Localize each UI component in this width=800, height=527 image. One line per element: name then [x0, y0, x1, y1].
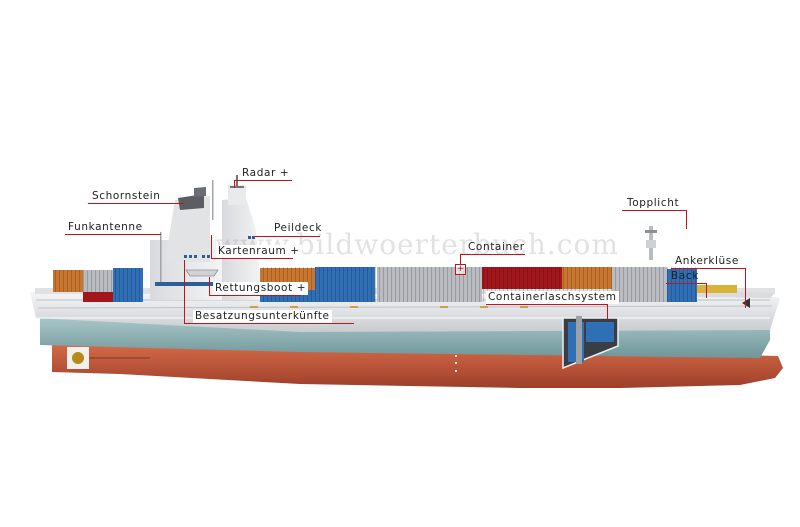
leader-line-schornstein [88, 203, 184, 204]
leader-line-back [666, 283, 707, 284]
leader-line-back-vertical [706, 283, 707, 298]
label-kartenraum[interactable]: Kartenraum + [216, 245, 302, 258]
leader-line-kartenraum [211, 258, 293, 259]
leader-line-topplicht-vertical [686, 210, 687, 229]
leader-line-ankerkluese-vertical [745, 268, 746, 308]
leader-line-container [460, 254, 525, 255]
leader-line-containerlasch [486, 304, 608, 305]
label-containerlaschsystem[interactable]: Containerlaschsystem [486, 291, 619, 304]
leader-line-kartenraum-vertical [211, 235, 212, 259]
label-ankerkluese[interactable]: Ankerklüse [675, 255, 739, 267]
label-topplicht[interactable]: Topplicht [627, 197, 680, 209]
leader-line-rettungsboot [209, 295, 301, 296]
leader-line-besatzung-vertical [184, 260, 185, 324]
leader-line-topplicht [622, 210, 687, 211]
leader-line-radar [234, 180, 292, 181]
leader-line-ankerkluese [671, 268, 746, 269]
leader-line-funkantenne [65, 234, 161, 235]
label-schornstein[interactable]: Schornstein [92, 190, 161, 202]
label-besatzungsunterkuenfte[interactable]: Besatzungsunterkünfte [193, 310, 332, 323]
label-peildeck[interactable]: Peildeck [274, 222, 323, 234]
label-radar[interactable]: Radar + [242, 167, 290, 179]
label-container[interactable]: Container [468, 241, 525, 253]
container-plus-marker[interactable]: + [455, 264, 466, 275]
leader-line-radar-vertical [234, 180, 235, 188]
leader-line-besatzung [184, 323, 354, 324]
leader-line-rettungsboot-vertical [209, 277, 210, 296]
label-rettungsboot[interactable]: Rettungsboot + [213, 282, 309, 295]
leader-line-peildeck [255, 236, 320, 237]
leader-line-container-vertical [460, 254, 461, 264]
label-back[interactable]: Back [671, 270, 699, 282]
label-funkantenne[interactable]: Funkantenne [68, 221, 143, 233]
leader-line-containerlasch-vertical [607, 304, 608, 319]
